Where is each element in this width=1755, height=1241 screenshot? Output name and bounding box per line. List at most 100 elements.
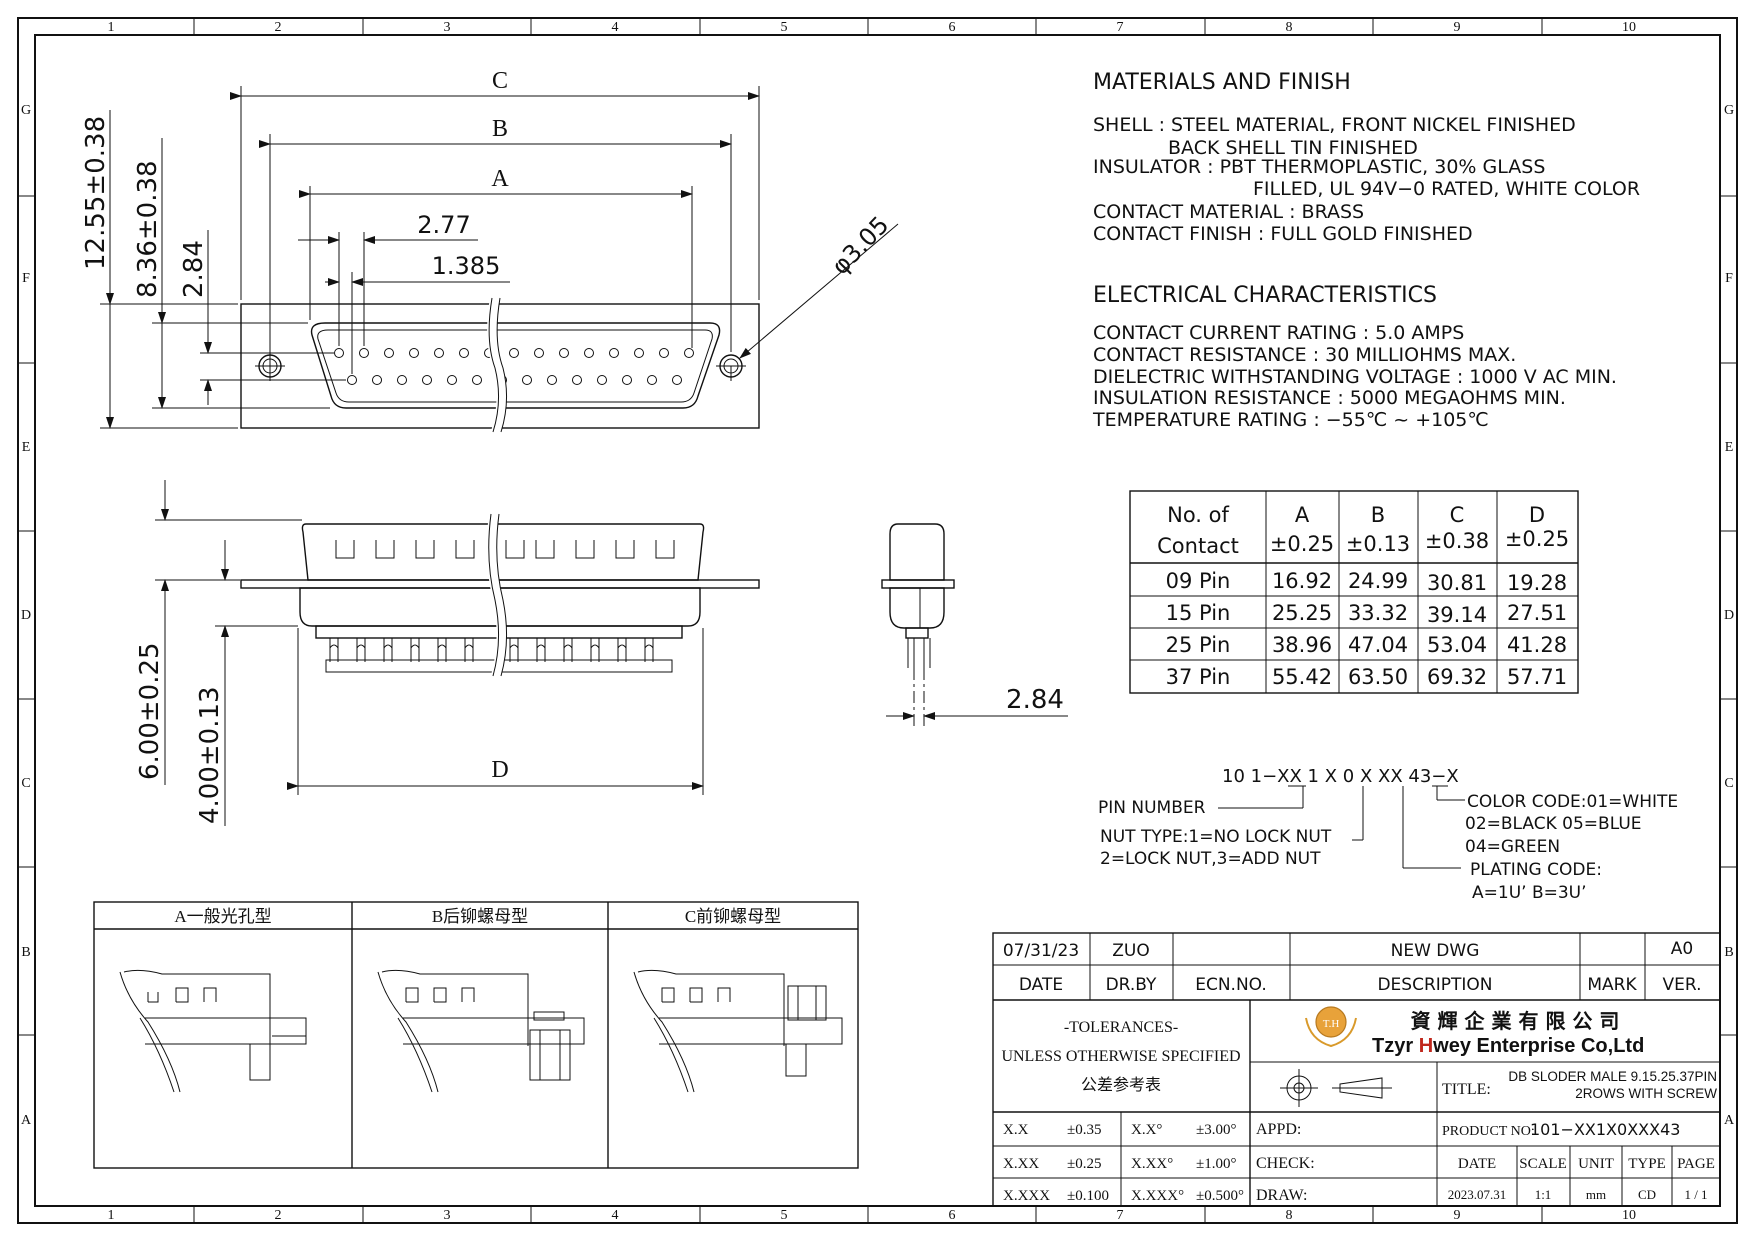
electrical-title: ELECTRICAL CHARACTERISTICS	[1093, 283, 1437, 308]
company-name-cn: 資 輝 企 業 有 限 公 司	[1411, 1009, 1620, 1033]
date-header: DATE	[1019, 975, 1063, 995]
table-cell: 37 Pin	[1166, 665, 1231, 689]
drawing-title-2: 2ROWS WITH SCREW	[1575, 1086, 1717, 1101]
d-sub-shell	[310, 322, 721, 409]
col-label: 8	[1286, 20, 1293, 35]
table-cell: 55.42	[1272, 665, 1332, 689]
tol-value: ±0.100	[1067, 1188, 1109, 1204]
nut-type-label: 2=LOCK NUT,3=ADD NUT	[1100, 849, 1321, 869]
color-code-label: 04=GREEN	[1465, 837, 1560, 857]
col-label: 7	[1117, 1208, 1124, 1223]
product-no: 101−XX1X0XXX43	[1530, 1120, 1680, 1139]
plating-code-label: PLATING CODE:	[1470, 860, 1602, 880]
table-cell: 24.99	[1348, 569, 1408, 593]
tolerances-title: -TOLERANCES-	[1064, 1019, 1178, 1036]
tol-key: X.X	[1003, 1122, 1029, 1138]
product-no-label: PRODUCT NO:	[1442, 1124, 1535, 1139]
company-logo: T.H	[1305, 1006, 1357, 1048]
table-cell: 30.81	[1427, 571, 1487, 595]
tol-value: ±0.25	[1067, 1156, 1101, 1172]
dim-c-label: C	[492, 68, 508, 94]
col-page-header: PAGE	[1677, 1156, 1715, 1172]
drawing-scale: 1:1	[1535, 1187, 1552, 1202]
table-header: D	[1529, 503, 1545, 527]
rev-drawn-by: ZUO	[1112, 941, 1149, 961]
row-label: D	[21, 608, 31, 623]
tol-value: ±3.00°	[1196, 1122, 1236, 1138]
table-header: ±0.25	[1270, 532, 1334, 556]
table-cell: 38.96	[1272, 633, 1332, 657]
materials-line: SHELL : STEEL MATERIAL, FRONT NICKEL FIN…	[1093, 114, 1576, 136]
row-label: G	[1724, 103, 1734, 118]
tol-key: X.X°	[1131, 1122, 1162, 1138]
col-unit-header: UNIT	[1578, 1156, 1614, 1172]
row-label: G	[21, 103, 31, 118]
dim-height-2: 8.36±0.38	[133, 160, 163, 298]
drawing-title-1: DB SLODER MALE 9.15.25.37PIN	[1508, 1069, 1717, 1084]
pin-row-top	[334, 348, 694, 358]
title-label: TITLE:	[1442, 1081, 1491, 1098]
col-label: 9	[1454, 1208, 1461, 1223]
variant-b-drawing	[377, 969, 585, 1093]
dimension-table: No. of Contact A ±0.25 B ±0.13 C ±0.38 D…	[1129, 490, 1579, 694]
table-cell: 53.04	[1427, 633, 1487, 657]
row-label: A	[21, 1113, 32, 1128]
row-label: C	[21, 776, 30, 791]
variant-a-drawing	[119, 969, 307, 1093]
tolerances-note: UNLESS OTHERWISE SPECIFIED	[1001, 1048, 1240, 1065]
table-header: C	[1450, 503, 1465, 527]
table-cell: 16.92	[1272, 569, 1332, 593]
col-label: 9	[1454, 20, 1461, 35]
col-label: 3	[444, 1208, 451, 1223]
variant-c-drawing	[633, 969, 843, 1093]
col-label: 5	[781, 1208, 788, 1223]
description-header: DESCRIPTION	[1377, 975, 1492, 995]
nut-type-label: NUT TYPE:1=NO LOCK NUT	[1100, 827, 1332, 847]
tol-key: X.XXX°	[1131, 1188, 1184, 1204]
table-header: ±0.38	[1425, 529, 1489, 553]
approved-label: APPD:	[1256, 1121, 1301, 1138]
col-label: 4	[612, 1208, 619, 1223]
materials-line: CONTACT FINISH : FULL GOLD FINISHED	[1093, 223, 1473, 245]
col-date-header: DATE	[1458, 1156, 1496, 1172]
col-label: 10	[1622, 1208, 1636, 1223]
pin-number-label: PIN NUMBER	[1098, 798, 1206, 818]
sheet-frame: 1 2 3 4 5 6 7 8 9 10 1 2 3 4 5 6 7 8 9 1…	[17, 17, 1738, 1224]
materials-line: CONTACT MATERIAL : BRASS	[1093, 201, 1364, 223]
row-label: E	[1725, 440, 1734, 455]
table-cell: 57.71	[1507, 665, 1567, 689]
row-label: C	[1724, 776, 1733, 791]
front-view: C B A 2.77 1.385 φ3.05 12.55±0.38	[81, 68, 899, 434]
table-cell: 33.32	[1348, 601, 1408, 625]
ecn-header: ECN.NO.	[1195, 975, 1267, 995]
tolerances-cn: 公差参考表	[1081, 1076, 1161, 1094]
company-name-h: H	[1419, 1035, 1433, 1057]
electrical-line: TEMPERATURE RATING : −55℃ ~ +105℃	[1092, 409, 1489, 431]
drby-header: DR.BY	[1106, 975, 1157, 995]
materials-title: MATERIALS AND FINISH	[1093, 70, 1351, 95]
table-header: ±0.25	[1505, 527, 1569, 551]
electrical-line: CONTACT CURRENT RATING : 5.0 AMPS	[1093, 322, 1464, 344]
col-label: 2	[275, 20, 282, 35]
dim-half-pitch: 1.385	[432, 252, 501, 280]
electrical-line: INSULATION RESISTANCE : 5000 MEGAOHMS MI…	[1093, 387, 1566, 409]
tol-value: ±0.500°	[1196, 1188, 1244, 1204]
col-type-header: TYPE	[1628, 1156, 1666, 1172]
table-cell: 39.14	[1427, 603, 1487, 627]
checked-label: CHECK:	[1256, 1155, 1315, 1172]
table-header: A	[1295, 503, 1310, 527]
rev-date: 07/31/23	[1003, 941, 1079, 961]
title-block: 07/31/23 ZUO NEW DWG A0 DATE DR.BY ECN.N…	[992, 932, 1721, 1207]
dim-pitch: 2.77	[417, 211, 470, 239]
col-label: 7	[1117, 20, 1124, 35]
tol-value: ±1.00°	[1196, 1156, 1236, 1172]
mark-header: MARK	[1587, 975, 1637, 995]
dim-vertical-1: 6.00±0.25	[135, 642, 165, 780]
table-cell: 69.32	[1427, 665, 1487, 689]
row-label: E	[22, 440, 31, 455]
company-name-pre: Tzyr	[1372, 1035, 1419, 1057]
dim-hole-dia: φ3.05	[826, 211, 894, 280]
table-header: Contact	[1157, 534, 1239, 558]
rev-description: NEW DWG	[1391, 941, 1480, 961]
col-label: 2	[275, 1208, 282, 1223]
